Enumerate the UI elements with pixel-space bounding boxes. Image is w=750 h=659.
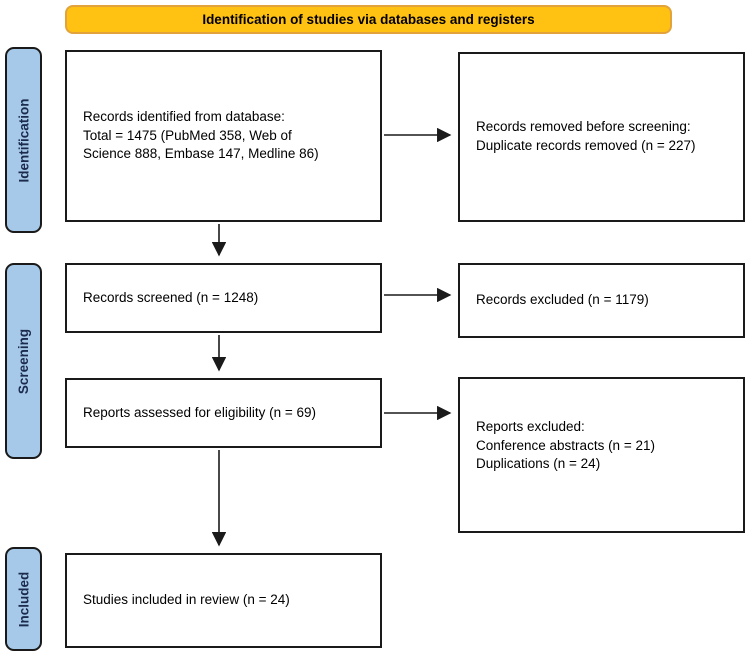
box-records-excluded: Records excluded (n = 1179) xyxy=(458,263,745,338)
stage-identification-label: Identification xyxy=(16,98,31,182)
banner-label: Identification of studies via databases … xyxy=(202,12,535,27)
stage-identification: Identification xyxy=(5,47,42,233)
box-records-removed-text: Records removed before screening: Duplic… xyxy=(476,119,696,153)
stage-included-label: Included xyxy=(16,571,32,627)
banner-databases-registers: Identification of studies via databases … xyxy=(65,5,672,34)
box-records-screened-text: Records screened (n = 1248) xyxy=(83,289,259,305)
stage-screening-label: Screening xyxy=(16,328,31,394)
box-studies-included-text: Studies included in review (n = 24) xyxy=(83,592,290,608)
box-records-removed: Records removed before screening: Duplic… xyxy=(458,52,745,222)
stage-screening: Screening xyxy=(5,263,42,459)
stage-included: Included xyxy=(5,547,42,651)
box-reports-excluded: Reports excluded: Conference abstracts (… xyxy=(458,377,745,533)
box-records-identified-text: Records identified from database: Total … xyxy=(83,108,319,162)
box-reports-assessed: Reports assessed for eligibility (n = 69… xyxy=(65,378,382,448)
box-studies-included: Studies included in review (n = 24) xyxy=(65,553,382,648)
box-reports-assessed-text: Reports assessed for eligibility (n = 69… xyxy=(83,404,316,420)
box-records-identified: Records identified from database: Total … xyxy=(65,50,382,222)
box-reports-excluded-text: Reports excluded: Conference abstracts (… xyxy=(476,418,655,472)
box-records-screened: Records screened (n = 1248) xyxy=(65,263,382,333)
box-records-excluded-text: Records excluded (n = 1179) xyxy=(476,292,649,308)
